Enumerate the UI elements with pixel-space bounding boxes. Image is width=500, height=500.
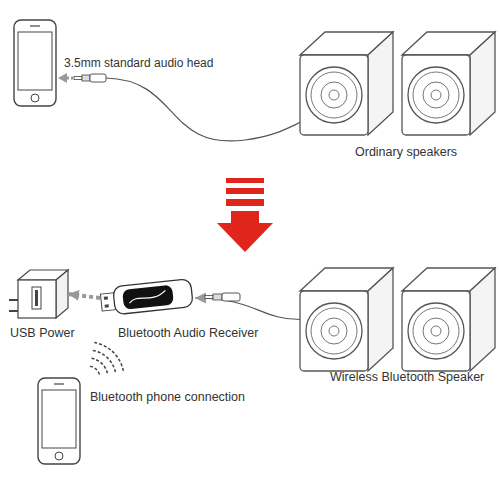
dongle-usb-pin	[105, 304, 109, 307]
bluetooth-receiver: Bluetooth Audio Receiver	[100, 280, 195, 316]
speaker-cube	[300, 268, 393, 371]
speaker-cube	[402, 32, 495, 135]
node-text: Bluetooth phone connection	[90, 390, 245, 405]
phone-illustration	[14, 20, 56, 106]
charger-prong	[9, 299, 18, 301]
plug-body	[222, 293, 240, 301]
bluetooth-dongle	[100, 279, 193, 316]
arrow-bar	[226, 178, 264, 183]
plug-arrow	[58, 73, 67, 83]
charger-front	[18, 280, 56, 318]
speaker-cube	[300, 32, 393, 135]
node-text: Wireless Bluetooth Speaker	[330, 370, 484, 385]
dongle-body	[113, 279, 193, 315]
audio-cable	[195, 298, 300, 320]
plug-body	[90, 74, 106, 82]
speaker-pair: Ordinary speakers	[300, 32, 495, 135]
plug-tip	[205, 296, 213, 299]
node-text: Ordinary speakers	[355, 145, 457, 160]
plug-tip	[74, 77, 82, 80]
bluetooth-wave	[90, 366, 100, 376]
charger-top	[18, 270, 68, 280]
bluetooth-wave	[92, 358, 108, 374]
usb-port	[32, 287, 41, 309]
arrow-bar	[226, 199, 264, 206]
node-text: Bluetooth Audio Receiver	[118, 326, 258, 341]
speaker-cube	[402, 268, 495, 371]
arrow-bar	[226, 188, 264, 194]
dongle-decoration	[129, 290, 167, 303]
charger-side	[56, 270, 68, 318]
plug-sleeve	[82, 75, 90, 81]
bluetooth-wave	[93, 350, 116, 373]
plug-sleeve	[213, 294, 222, 300]
phone-illustration	[38, 378, 80, 464]
node-text: USB Power	[10, 326, 75, 341]
plug-arrow	[67, 77, 73, 80]
bluetooth-wave	[94, 343, 123, 372]
power-arrow	[68, 294, 100, 298]
arrow-head	[217, 223, 273, 252]
usb-port-inner	[35, 290, 38, 306]
charger-prong	[9, 310, 18, 312]
usb-charger: USB Power	[8, 270, 68, 318]
dongle-usb-plug	[100, 293, 116, 311]
audio-cable	[106, 78, 301, 141]
speaker-pair: Wireless Bluetooth Speaker	[300, 268, 495, 371]
phone: Bluetooth phone connection	[38, 378, 82, 464]
dongle-usb-pin	[104, 296, 108, 299]
dongle-label	[122, 285, 174, 310]
arrow-shaft	[231, 211, 259, 224]
part-label: 3.5mm standard audio head	[64, 56, 213, 71]
